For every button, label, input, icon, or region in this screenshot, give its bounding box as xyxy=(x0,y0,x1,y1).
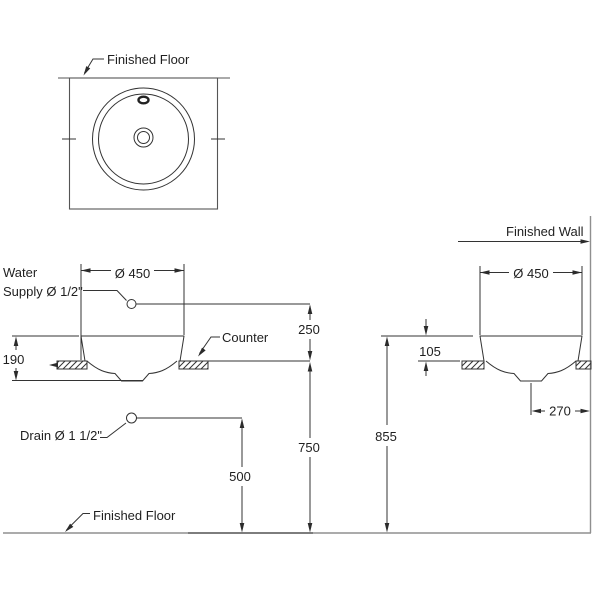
front-view: Water Supply Ø 1/2" Ø 450 Count xyxy=(3,264,591,534)
dim-arrow-right-icon xyxy=(174,268,184,273)
rim-height-value: 855 xyxy=(375,429,397,444)
water-supply-callout: Water Supply Ø 1/2" xyxy=(3,265,310,309)
finished-floor-label-bottom: Finished Floor xyxy=(93,508,176,523)
leader-arrow-icon xyxy=(65,523,74,532)
bowl-profile-side xyxy=(485,360,577,382)
counter-outline-plan xyxy=(68,77,219,210)
dim-arrow-down-icon xyxy=(239,523,245,533)
finished-wall-label: Finished Wall xyxy=(506,224,584,239)
dim-arrow-left-icon xyxy=(81,268,91,273)
drain-callout: Drain Ø 1 1/2" xyxy=(20,412,242,443)
diameter-value-front: Ø 450 xyxy=(115,266,150,281)
counter-hatch-left-side xyxy=(461,360,485,370)
dimension-855: 855 xyxy=(375,336,397,533)
dimension-500: 500 xyxy=(229,418,251,533)
leader-arrow-icon xyxy=(83,66,91,76)
counter-edge-arrow-icon xyxy=(49,362,58,368)
dimension-diameter-front: Ø 450 xyxy=(80,264,185,360)
counter-hatch-right-front xyxy=(178,360,209,370)
water-supply-label-line2: Supply Ø 1/2" xyxy=(3,284,83,299)
supply-height-value: 250 xyxy=(298,322,320,337)
dim-arrow-down-icon xyxy=(423,326,429,336)
basin-profile-front xyxy=(80,335,185,362)
finished-floor-callout-bottom: Finished Floor xyxy=(65,508,176,532)
finished-floor-label-plan: Finished Floor xyxy=(107,52,190,67)
counter-label: Counter xyxy=(222,330,269,345)
counter-callout: Counter xyxy=(198,330,269,357)
dim-arrow-up-icon xyxy=(307,362,313,372)
drain-label: Drain Ø 1 1/2" xyxy=(20,428,102,443)
finished-floor-callout-plan: Finished Floor xyxy=(83,52,190,76)
basin-bowl-circle xyxy=(98,93,189,185)
overflow-hole xyxy=(137,95,150,105)
drain-inner-plan xyxy=(137,131,150,144)
supply-pipe-circle xyxy=(126,299,137,309)
drain-outer-plan xyxy=(133,127,154,148)
dimension-270: 270 xyxy=(531,404,590,419)
dim-arrow-up-icon xyxy=(13,336,19,346)
dim-arrow-left-icon xyxy=(480,270,490,275)
basin-height-value: 190 xyxy=(3,352,25,367)
dimension-diameter-side: Ø 450 xyxy=(479,266,583,335)
drain-pipe-circle xyxy=(126,412,137,424)
counter-hatch-right-side xyxy=(575,360,592,370)
bowl-profile-front xyxy=(86,360,178,382)
water-supply-label-line1: Water xyxy=(3,265,38,280)
basin-rim-circle xyxy=(92,87,195,191)
plan-view: Finished Floor xyxy=(58,52,230,210)
dimension-750: 750 xyxy=(298,362,320,533)
drain-from-wall-value: 270 xyxy=(549,404,571,419)
dim-arrow-up-icon xyxy=(307,304,313,314)
dimension-190: 190 xyxy=(3,335,143,381)
dim-arrow-right-icon xyxy=(580,239,590,244)
leader-arrow-icon xyxy=(198,347,206,357)
dim-arrow-right-icon xyxy=(580,408,590,414)
basin-profile-side xyxy=(479,335,583,362)
dimension-250: 250 xyxy=(298,304,320,361)
dim-arrow-up-icon xyxy=(239,418,245,428)
dim-arrow-down-icon xyxy=(307,523,313,533)
dim-arrow-left-icon xyxy=(531,408,541,414)
drain-height-value: 500 xyxy=(229,469,251,484)
rim-above-counter-value: 105 xyxy=(419,344,441,359)
dim-arrow-right-icon xyxy=(572,270,582,275)
dim-arrow-down-icon xyxy=(384,523,390,533)
dim-arrow-up-icon xyxy=(384,336,390,346)
counter-hatch-left-front xyxy=(56,360,88,370)
side-view: Finished Wall Ø 450 xyxy=(375,216,592,533)
dim-arrow-up-icon xyxy=(423,361,429,371)
finished-wall-callout: Finished Wall xyxy=(458,224,590,244)
dim-arrow-down-icon xyxy=(13,371,19,381)
counter-height-value: 750 xyxy=(298,440,320,455)
dimension-105: 105 xyxy=(419,319,441,376)
dim-arrow-down-icon xyxy=(307,351,313,361)
diameter-value-side: Ø 450 xyxy=(513,266,548,281)
